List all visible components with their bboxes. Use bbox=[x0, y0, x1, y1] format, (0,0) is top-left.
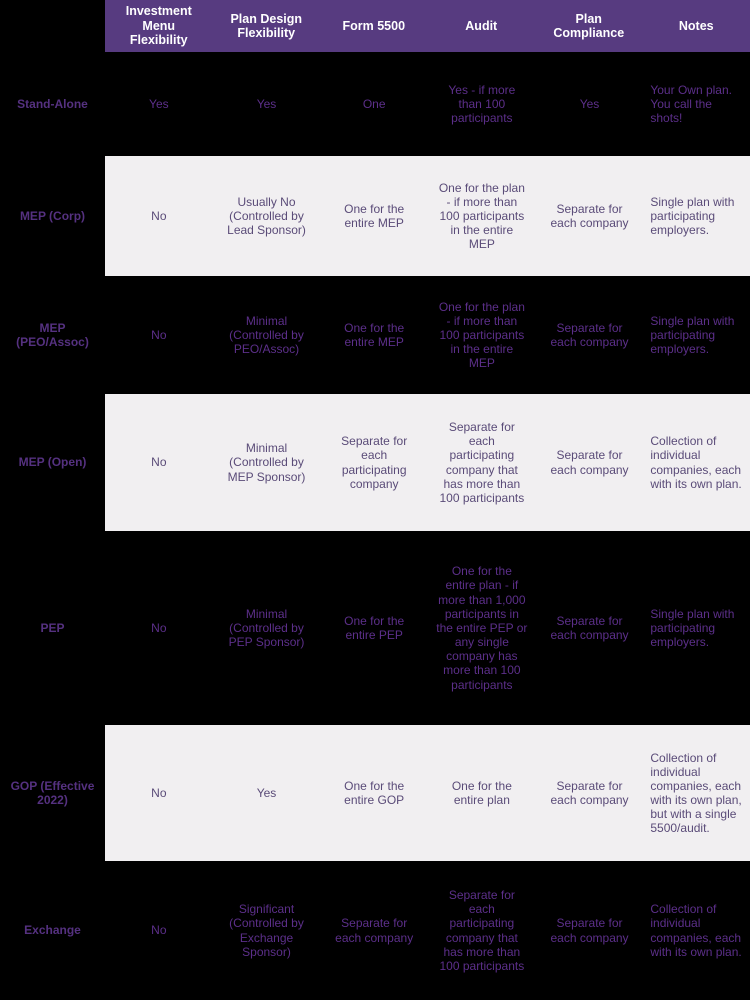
row-label-gop: GOP (Effective 2022) bbox=[0, 725, 105, 861]
table-row: MEP (Open) No Minimal (Controlled by MEP… bbox=[0, 394, 750, 531]
cell-notes: Single plan with participating employers… bbox=[643, 531, 750, 725]
table-row: Stand-Alone Yes Yes One Yes - if more th… bbox=[0, 52, 750, 156]
table-row: PEP No Minimal (Controlled by PEP Sponso… bbox=[0, 531, 750, 725]
cell-audit: One for the plan - if more than 100 part… bbox=[428, 156, 536, 276]
cell-form-5500: One for the entire MEP bbox=[320, 276, 429, 394]
row-label-pep: PEP bbox=[0, 531, 105, 725]
row-label-mep-corp: MEP (Corp) bbox=[0, 156, 105, 276]
cell-investment-menu-flexibility: No bbox=[105, 861, 213, 1000]
cell-audit: Yes - if more than 100 participants bbox=[428, 52, 536, 156]
cell-plan-compliance: Separate for each company bbox=[535, 276, 644, 394]
cell-plan-design-flexibility: Minimal (Controlled by PEP Sponsor) bbox=[212, 531, 321, 725]
cell-investment-menu-flexibility: No bbox=[105, 725, 213, 861]
cell-form-5500: One for the entire GOP bbox=[320, 725, 429, 861]
cell-notes: Single plan with participating employers… bbox=[643, 156, 750, 276]
cell-plan-compliance: Yes bbox=[535, 52, 644, 156]
header-row: Investment Menu Flexibility Plan Design … bbox=[0, 0, 750, 52]
cell-plan-compliance: Separate for each company bbox=[535, 156, 644, 276]
cell-investment-menu-flexibility: No bbox=[105, 156, 213, 276]
cell-audit: One for the entire plan bbox=[428, 725, 536, 861]
row-label-stand-alone: Stand-Alone bbox=[0, 52, 105, 156]
cell-investment-menu-flexibility: No bbox=[105, 394, 213, 531]
cell-notes: Single plan with participating employers… bbox=[643, 276, 750, 394]
cell-form-5500: Separate for each company bbox=[320, 861, 429, 1000]
column-header-investment-menu-flexibility: Investment Menu Flexibility bbox=[105, 0, 213, 52]
cell-investment-menu-flexibility: No bbox=[105, 531, 213, 725]
corner-cell bbox=[0, 0, 105, 52]
cell-plan-design-flexibility: Significant (Controlled by Exchange Spon… bbox=[212, 861, 321, 1000]
cell-form-5500: One for the entire PEP bbox=[320, 531, 429, 725]
column-header-notes: Notes bbox=[642, 0, 750, 52]
cell-notes: Your Own plan. You call the shots! bbox=[643, 52, 750, 156]
cell-investment-menu-flexibility: Yes bbox=[105, 52, 213, 156]
cell-notes: Collection of individual companies, each… bbox=[643, 861, 750, 1000]
cell-plan-design-flexibility: Minimal (Controlled by MEP Sponsor) bbox=[212, 394, 321, 531]
cell-plan-compliance: Separate for each company bbox=[535, 531, 644, 725]
table-row: GOP (Effective 2022) No Yes One for the … bbox=[0, 725, 750, 861]
table-row: MEP (Corp) No Usually No (Controlled by … bbox=[0, 156, 750, 276]
cell-audit: One for the entire plan - if more than 1… bbox=[428, 531, 536, 725]
column-header-plan-compliance: Plan Compliance bbox=[535, 0, 643, 52]
cell-notes: Collection of individual companies, each… bbox=[643, 394, 750, 531]
table-row: Exchange No Significant (Controlled by E… bbox=[0, 861, 750, 1000]
cell-audit: Separate for each participating company … bbox=[428, 394, 536, 531]
cell-plan-compliance: Separate for each company bbox=[535, 861, 644, 1000]
row-label-mep-peo-assoc: MEP (PEO/Assoc) bbox=[0, 276, 105, 394]
row-label-mep-open: MEP (Open) bbox=[0, 394, 105, 531]
cell-form-5500: One bbox=[320, 52, 429, 156]
cell-plan-design-flexibility: Yes bbox=[212, 52, 321, 156]
cell-audit: Separate for each participating company … bbox=[428, 861, 536, 1000]
column-header-form-5500: Form 5500 bbox=[320, 0, 428, 52]
cell-investment-menu-flexibility: No bbox=[105, 276, 213, 394]
cell-form-5500: One for the entire MEP bbox=[320, 156, 429, 276]
row-label-exchange: Exchange bbox=[0, 861, 105, 1000]
cell-audit: One for the plan - if more than 100 part… bbox=[428, 276, 536, 394]
cell-plan-compliance: Separate for each company bbox=[535, 394, 644, 531]
cell-plan-compliance: Separate for each company bbox=[535, 725, 644, 861]
cell-plan-design-flexibility: Yes bbox=[212, 725, 321, 861]
column-header-plan-design-flexibility: Plan Design Flexibility bbox=[212, 0, 320, 52]
cell-form-5500: Separate for each participating company bbox=[320, 394, 429, 531]
cell-plan-design-flexibility: Usually No (Controlled by Lead Sponsor) bbox=[212, 156, 321, 276]
cell-plan-design-flexibility: Minimal (Controlled by PEO/Assoc) bbox=[212, 276, 321, 394]
column-header-audit: Audit bbox=[427, 0, 535, 52]
cell-notes: Collection of individual companies, each… bbox=[643, 725, 750, 861]
table-row: MEP (PEO/Assoc) No Minimal (Controlled b… bbox=[0, 276, 750, 394]
